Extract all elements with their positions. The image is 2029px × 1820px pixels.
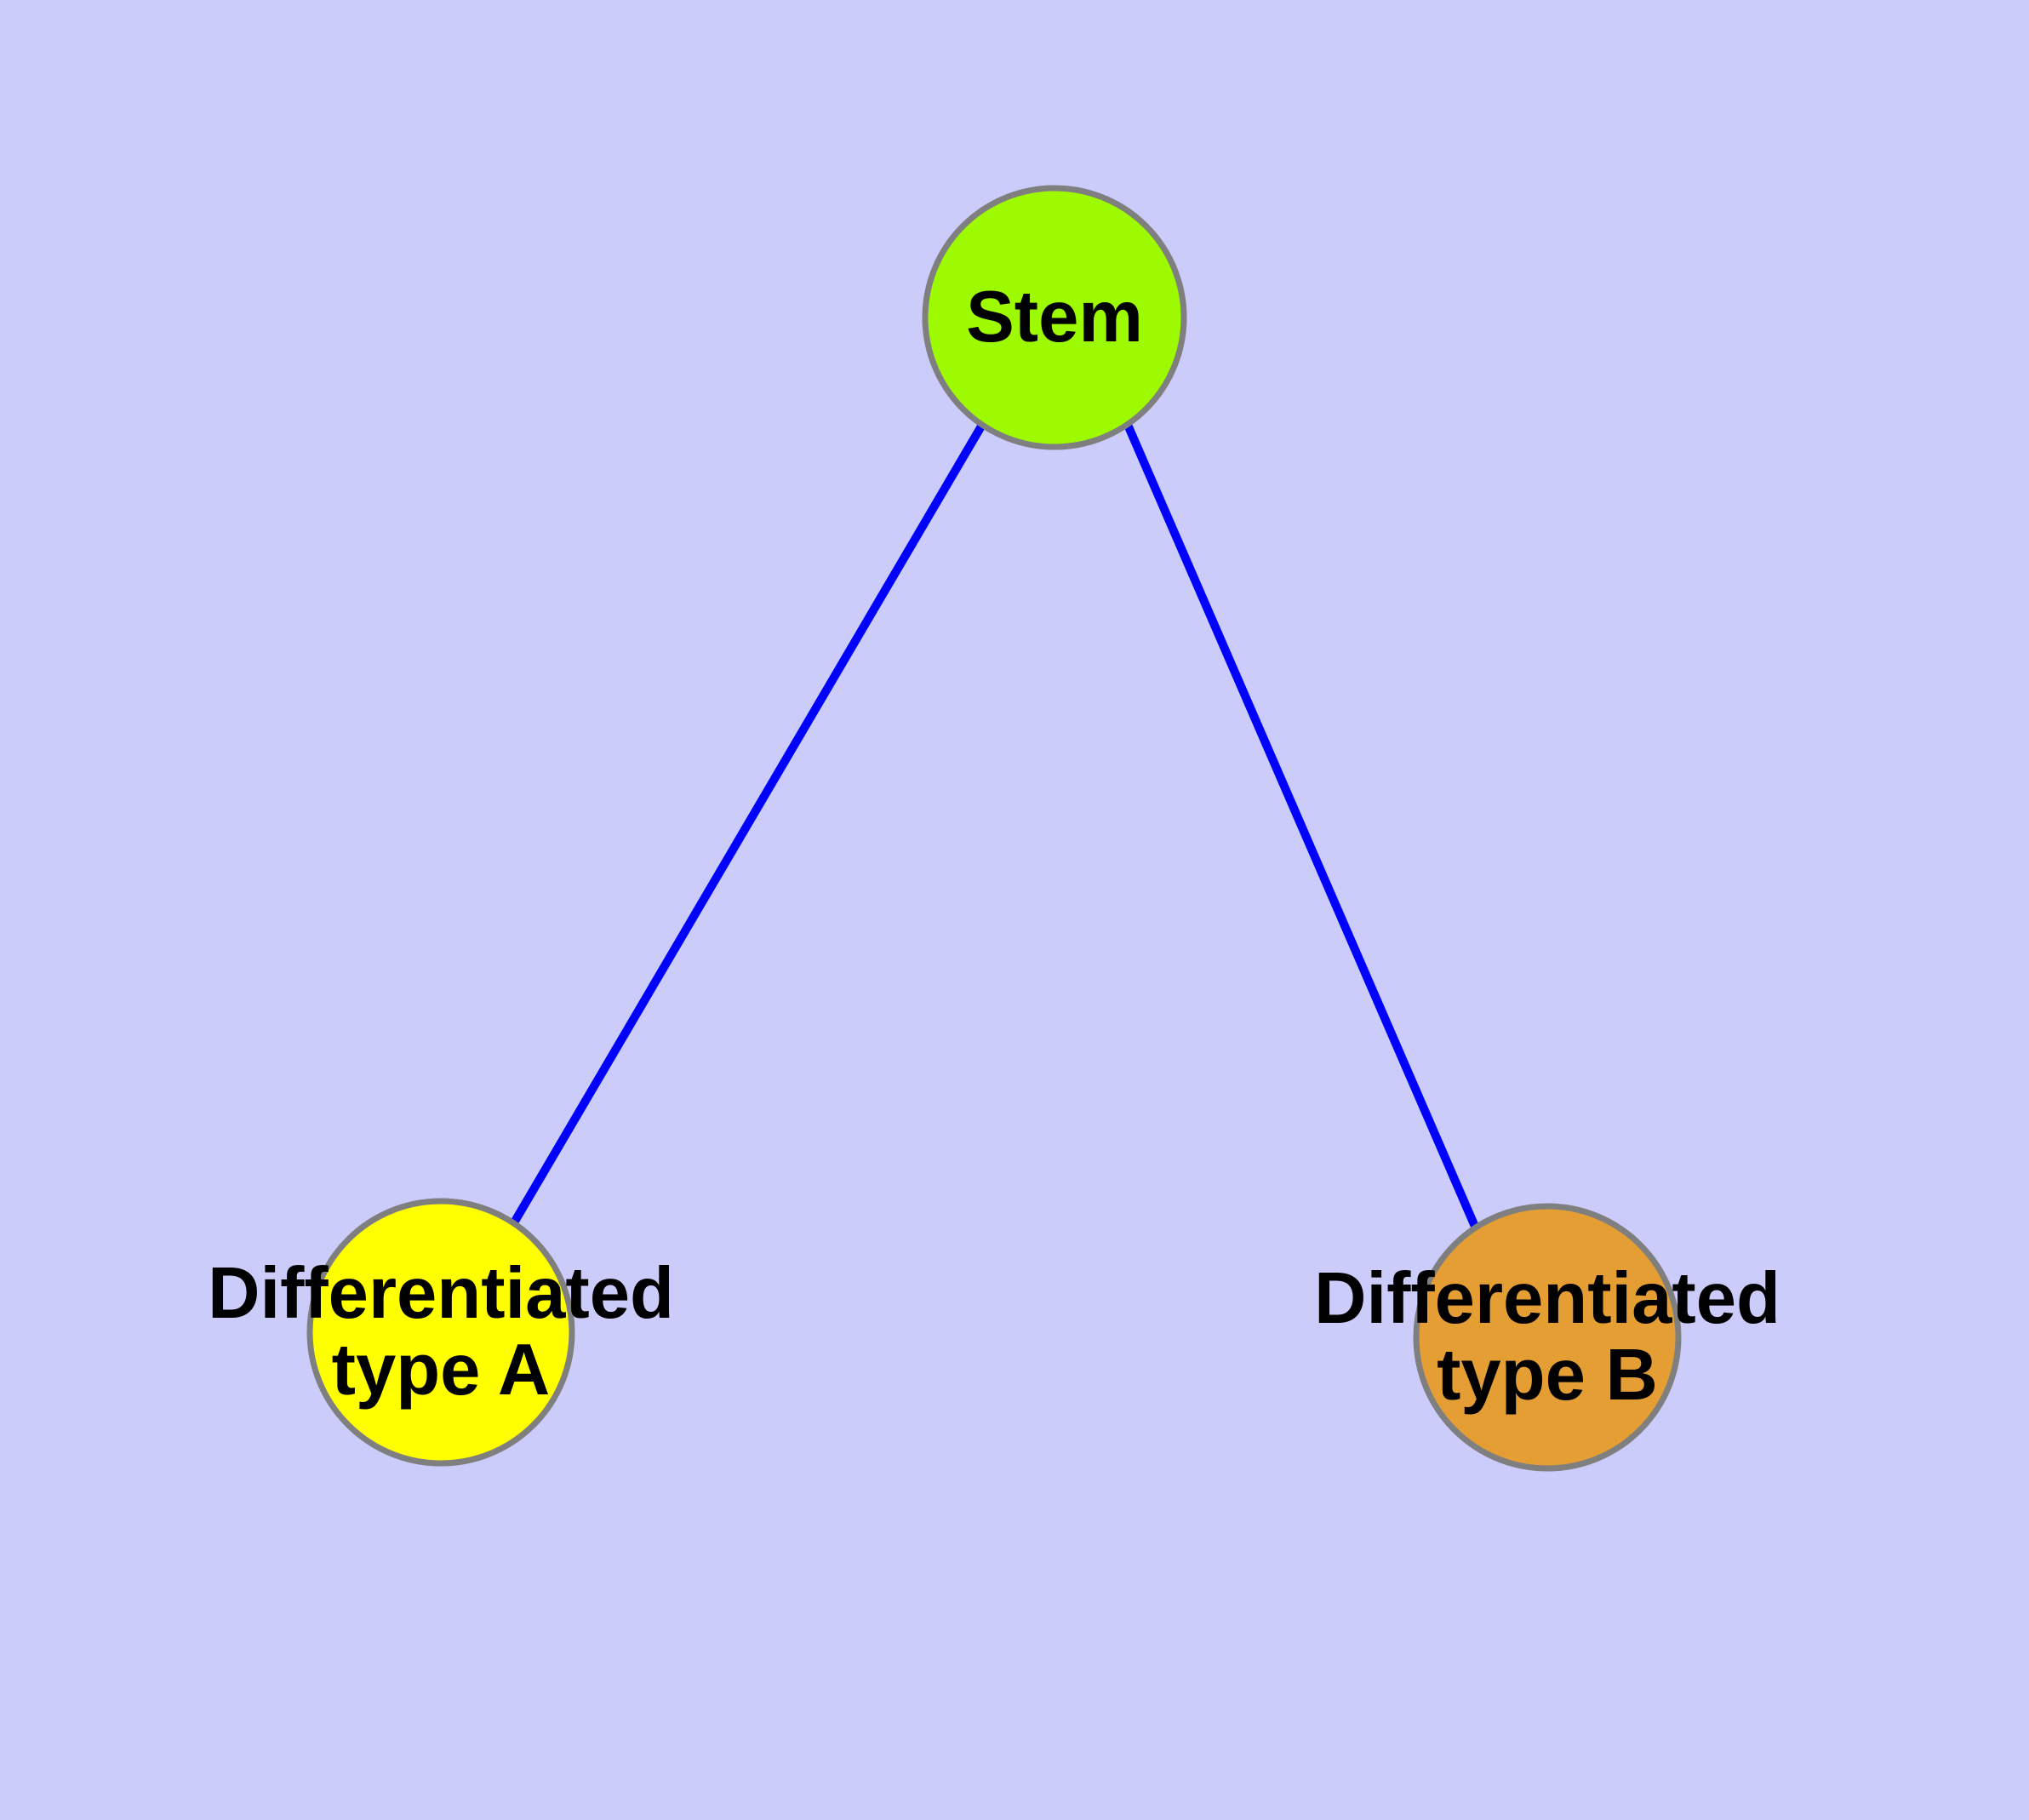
node-layer — [306, 185, 1682, 1472]
node-stem[interactable] — [922, 185, 1187, 450]
edge-stem-to-diff-a[interactable] — [509, 422, 986, 1227]
edge-stem-to-diff-b[interactable] — [1123, 423, 1480, 1230]
node-differentiated-type-a[interactable] — [306, 1198, 575, 1467]
node-differentiated-type-b[interactable] — [1413, 1203, 1682, 1472]
edge-layer — [509, 422, 1480, 1230]
